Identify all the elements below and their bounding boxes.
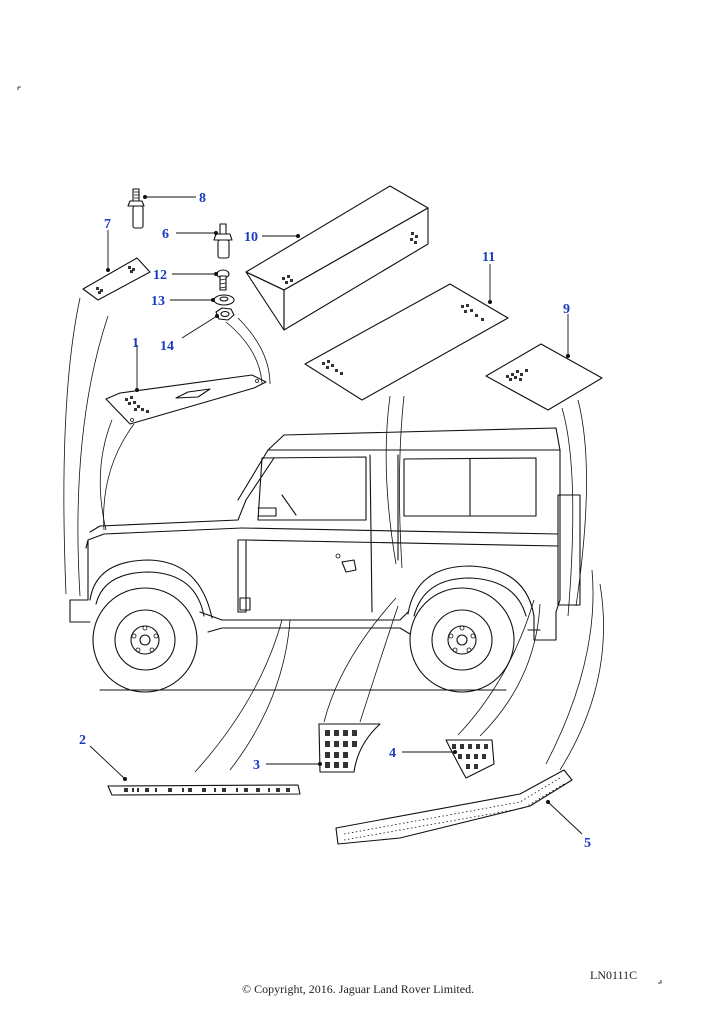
rear-wheel: [409, 587, 515, 693]
copyright-text: © Copyright, 2016. Jaguar Land Rover Lim…: [242, 982, 474, 996]
part-1-bonnet-plate[interactable]: [105, 374, 267, 425]
callout-8: 8: [199, 191, 206, 206]
part-2-sill-strip[interactable]: [107, 784, 301, 796]
corner-mark: [17, 86, 21, 90]
part-3-corner-plate[interactable]: [318, 723, 381, 773]
diagram-id: LN0111C: [590, 968, 637, 982]
callout-11: 11: [482, 250, 495, 265]
part-10-folded-panel[interactable]: [245, 185, 429, 331]
part-11-long-panel[interactable]: [304, 283, 509, 401]
front-wheel: [92, 587, 198, 693]
callout-7: 7: [104, 217, 111, 232]
callout-6: 6: [162, 227, 169, 242]
callout-5: 5: [584, 836, 591, 851]
part-14-nut[interactable]: [215, 307, 235, 321]
callout-4: 4: [389, 746, 396, 761]
callout-12: 12: [153, 268, 167, 283]
part-12-screw[interactable]: [216, 269, 230, 291]
part-6-fastener[interactable]: [213, 223, 233, 259]
part-4-corner-plate[interactable]: [445, 739, 495, 779]
callout-3: 3: [253, 758, 260, 773]
part-8-fastener[interactable]: [127, 188, 145, 229]
part-7-plate[interactable]: [82, 257, 151, 301]
callout-9: 9: [563, 302, 570, 317]
callout-1: 1: [132, 336, 139, 351]
part-13-washer[interactable]: [213, 294, 235, 306]
callout-2: 2: [79, 733, 86, 748]
callout-14: 14: [160, 339, 174, 354]
pointer-curves: [63, 297, 604, 773]
callout-10: 10: [244, 230, 258, 245]
corner-mark: [658, 980, 662, 984]
vehicle-side-view: [69, 427, 581, 693]
part-9-square-panel[interactable]: [485, 343, 603, 411]
part-5-tread-strip[interactable]: [335, 769, 573, 845]
callout-13: 13: [151, 294, 165, 309]
